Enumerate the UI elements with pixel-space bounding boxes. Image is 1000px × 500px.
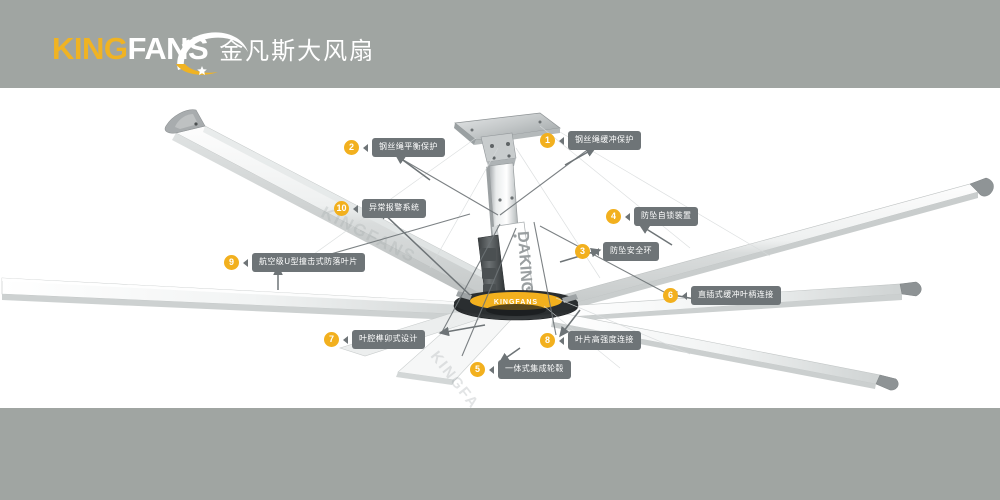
- callout-5-badge: 5: [470, 362, 485, 377]
- callout-3-badge: 3: [575, 244, 590, 259]
- callout-7-tip: [343, 335, 348, 344]
- callout-6-label: 直插式缓冲叶柄连接: [691, 286, 781, 305]
- callout-2[interactable]: 2 钢丝绳平衡保护: [344, 138, 445, 157]
- callout-5-label: 一体式集成轮毂: [498, 360, 571, 379]
- callout-6-badge: 6: [663, 288, 678, 303]
- callout-6-tip: [682, 291, 687, 300]
- callout-8-badge: 8: [540, 333, 555, 348]
- callout-4-tip: [625, 212, 630, 221]
- callout-4-badge: 4: [606, 209, 621, 224]
- callout-3-tip: [594, 247, 599, 256]
- callout-9-tip: [243, 258, 248, 267]
- callout-7[interactable]: 7 叶腔榫卯式设计: [324, 330, 425, 349]
- callout-9-label: 航空级U型撞击式防落叶片: [252, 253, 365, 272]
- fan-hub: KINGFANS: [453, 290, 579, 321]
- callout-10[interactable]: 10 异常报警系统: [334, 199, 427, 218]
- callout-9[interactable]: 9 航空级U型撞击式防落叶片: [224, 253, 365, 272]
- callout-10-tip: [353, 204, 358, 213]
- logo-king-text: KING: [52, 30, 128, 66]
- fan-blade-left: [1, 277, 501, 322]
- callout-8-label: 叶片高强度连接: [568, 331, 641, 350]
- callout-1[interactable]: 1 钢丝绳缓冲保护: [540, 131, 641, 150]
- callout-10-label: 异常报警系统: [362, 199, 427, 218]
- callout-10-badge: 10: [334, 201, 349, 216]
- callout-9-badge: 9: [224, 255, 239, 270]
- callout-8[interactable]: 8 叶片高强度连接: [540, 331, 641, 350]
- callout-1-badge: 1: [540, 133, 555, 148]
- callout-5[interactable]: 5 一体式集成轮毂: [470, 360, 571, 379]
- brand-logo[interactable]: KINGFANS 金凡斯大风扇: [52, 26, 376, 75]
- fan-blade-right-lower: [551, 311, 899, 391]
- logo-fans-text: FANS: [127, 30, 209, 66]
- column-brand-text: DAKING: [514, 231, 535, 295]
- callout-4[interactable]: 4 防坠自锁装置: [606, 207, 699, 226]
- callout-3[interactable]: 3 防坠安全环: [575, 242, 659, 261]
- callout-6[interactable]: 6 直插式缓冲叶柄连接: [663, 286, 781, 305]
- callout-2-label: 钢丝绳平衡保护: [372, 138, 445, 157]
- callout-7-badge: 7: [324, 332, 339, 347]
- callout-3-label: 防坠安全环: [603, 242, 659, 261]
- callout-5-tip: [489, 365, 494, 374]
- footer-bar: [0, 408, 1000, 500]
- callout-4-label: 防坠自锁装置: [634, 207, 699, 226]
- callout-1-label: 钢丝绳缓冲保护: [568, 131, 641, 150]
- callout-1-tip: [559, 136, 564, 145]
- callout-8-tip: [559, 336, 564, 345]
- callout-2-badge: 2: [344, 140, 359, 155]
- logo-chinese-text: 金凡斯大风扇: [219, 36, 376, 65]
- callout-2-tip: [363, 143, 368, 152]
- header-bar: KINGFANS 金凡斯大风扇: [0, 0, 1000, 88]
- callout-7-label: 叶腔榫卯式设计: [352, 330, 425, 349]
